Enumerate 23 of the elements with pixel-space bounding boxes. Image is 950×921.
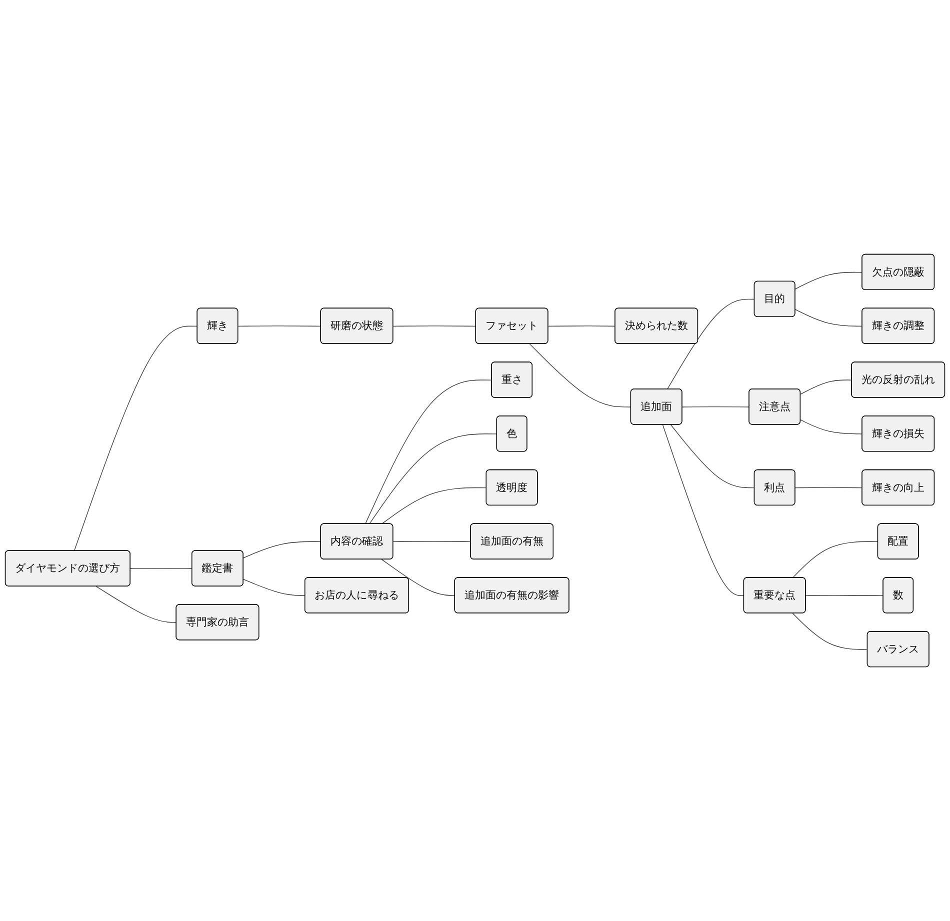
connector xyxy=(794,487,863,488)
connector xyxy=(381,487,487,524)
connector xyxy=(243,578,306,596)
connector xyxy=(794,309,863,326)
connector xyxy=(794,272,863,290)
connector xyxy=(392,541,472,542)
connector xyxy=(682,406,750,408)
connector xyxy=(792,612,868,650)
connector xyxy=(670,424,755,488)
connector xyxy=(800,419,863,434)
connector xyxy=(243,541,322,558)
connector xyxy=(792,541,878,578)
connector xyxy=(529,344,632,408)
connector xyxy=(666,298,755,390)
connector xyxy=(369,434,498,524)
connector xyxy=(364,380,492,524)
connector xyxy=(381,559,456,596)
connector xyxy=(74,326,198,552)
connector xyxy=(130,568,192,569)
connector xyxy=(805,594,884,596)
connector xyxy=(800,380,852,394)
connector xyxy=(96,586,177,623)
connector xyxy=(662,424,744,596)
